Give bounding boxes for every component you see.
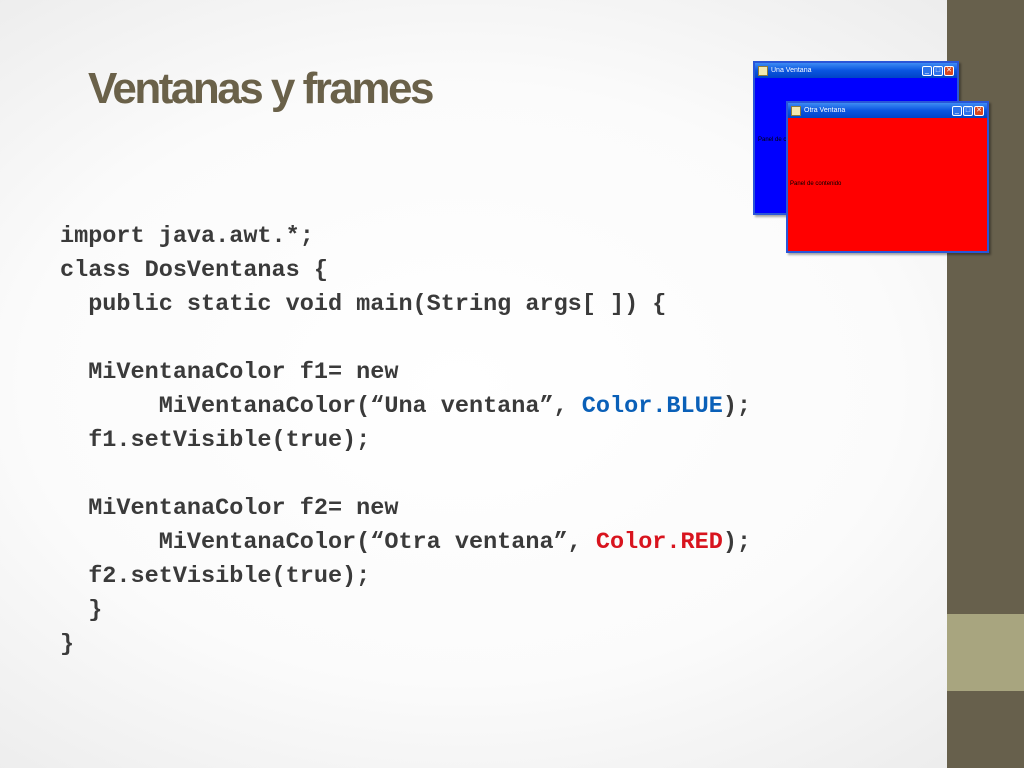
code-line: f2.setVisible(true); <box>60 563 371 590</box>
code-line: MiVentanaColor f1= new <box>60 359 399 386</box>
maximize-icon: □ <box>933 65 943 76</box>
code-line-blank <box>60 458 751 492</box>
code-line: public static void main(String args[ ]) … <box>60 291 667 318</box>
code-line: } <box>60 597 103 624</box>
code-line-blank <box>60 322 751 356</box>
window-titlebar: Una Ventana _ □ ✕ <box>755 63 957 78</box>
code-block: import java.awt.*; class DosVentanas { p… <box>60 220 751 662</box>
code-text: ); <box>722 529 752 556</box>
code-highlight-red: Color.RED <box>595 529 723 556</box>
panel-label: Panel de contenido <box>758 137 810 143</box>
code-line: MiVentanaColor(“Una ventana”, Color.BLUE… <box>60 390 751 424</box>
code-line: f1.setVisible(true); <box>60 427 371 454</box>
java-app-icon <box>791 105 801 116</box>
code-line: } <box>60 631 75 658</box>
code-line: MiVentanaColor(“Otra ventana”, Color.RED… <box>60 526 751 560</box>
sidebar-accent-block <box>947 614 1024 691</box>
slide-title: Ventanas y frames <box>88 64 434 113</box>
code-text: ); <box>722 393 752 420</box>
minimize-icon: _ <box>952 105 962 116</box>
window-title: Otra Ventana <box>804 107 846 114</box>
code-line: import java.awt.*; <box>60 223 314 250</box>
window-title: Una Ventana <box>771 67 812 74</box>
minimize-icon: _ <box>922 65 932 76</box>
code-text: MiVentanaColor(“Otra ventana”, <box>60 529 596 556</box>
red-window-screenshot: Otra Ventana _ □ ✕ Panel de contenido <box>786 101 989 253</box>
close-icon: ✕ <box>974 105 984 116</box>
code-line: MiVentanaColor f2= new <box>60 495 399 522</box>
code-line: class DosVentanas { <box>60 257 328 284</box>
window-titlebar: Otra Ventana _ □ ✕ <box>788 103 987 118</box>
close-icon: ✕ <box>944 65 954 76</box>
code-text: MiVentanaColor(“Una ventana”, <box>60 393 582 420</box>
panel-label: Panel de contenido <box>790 181 842 187</box>
code-highlight-blue: Color.BLUE <box>581 393 723 420</box>
java-app-icon <box>758 65 768 76</box>
maximize-icon: □ <box>963 105 973 116</box>
